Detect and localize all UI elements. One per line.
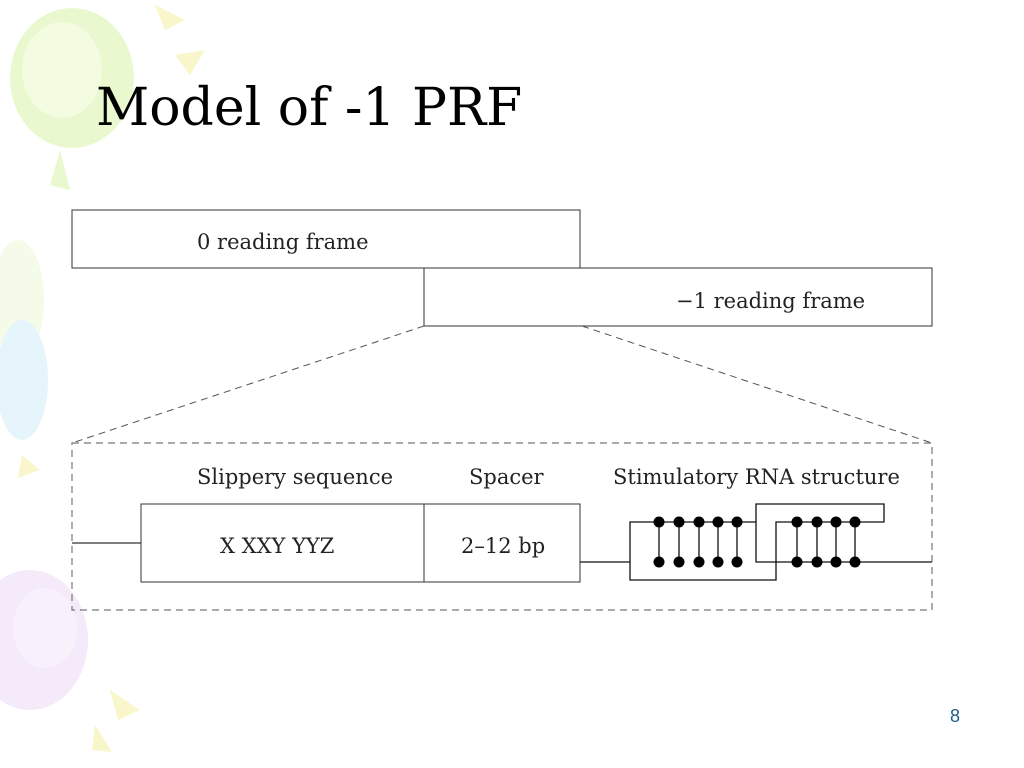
zoom-line-left — [71, 325, 425, 444]
zero-frame-label: 0 reading frame — [197, 230, 369, 254]
minus-one-frame-box — [423, 267, 933, 327]
spacer-box — [423, 503, 581, 583]
spacer-value: 2–12 bp — [461, 534, 545, 558]
minus-one-frame-label: −1 reading frame — [676, 289, 865, 313]
spacer-heading: Spacer — [469, 465, 545, 489]
zero-frame-box — [71, 209, 581, 269]
page-number: 8 — [949, 706, 960, 726]
zoom-line-right — [581, 325, 933, 444]
slippery-heading: Slippery sequence — [197, 465, 393, 489]
slippery-value: X XXY YYZ — [220, 534, 334, 558]
pseudoknot-structure-icon — [580, 503, 932, 581]
structure-heading: Stimulatory RNA structure — [613, 465, 900, 489]
zoom-region — [71, 442, 933, 611]
slide-title: Model of -1 PRF — [96, 78, 523, 138]
